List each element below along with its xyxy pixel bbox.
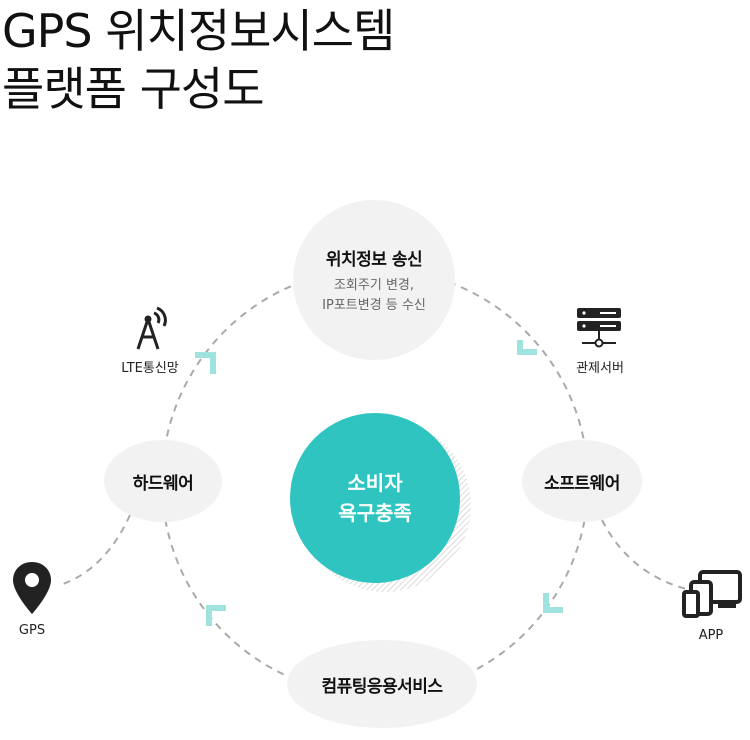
node-hardware: 하드웨어 bbox=[104, 440, 222, 522]
title-line-1: GPS 위치정보시스템 bbox=[2, 4, 395, 58]
gps-node: GPS bbox=[0, 560, 64, 640]
map-pin-icon bbox=[13, 562, 51, 614]
arrow-chevron-top-right bbox=[517, 340, 537, 355]
node-location-send-sub-1: 조회주기 변경, bbox=[333, 277, 414, 293]
devices-icon bbox=[682, 570, 742, 618]
antenna-icon bbox=[136, 306, 167, 350]
node-location-send-sub-2: IP포트변경 등 수신 bbox=[322, 297, 426, 313]
arrow-chevron-right bbox=[543, 593, 563, 613]
node-location-send-label: 위치정보 송신 bbox=[325, 249, 423, 270]
center-line-1: 소비자 bbox=[347, 471, 403, 495]
center-circle: 소비자 욕구충족 bbox=[290, 413, 460, 583]
server-node: 관제서버 bbox=[560, 305, 640, 380]
gps-connector bbox=[59, 514, 131, 586]
arrow-chevron-bottom-left bbox=[206, 605, 226, 626]
server-label: 관제서버 bbox=[576, 361, 624, 376]
node-software-label: 소프트웨어 bbox=[544, 473, 620, 494]
node-hardware-label: 하드웨어 bbox=[132, 473, 194, 494]
node-computing-service: 컴퓨팅응용서비스 bbox=[287, 640, 477, 728]
lte-node: LTE통신망 bbox=[110, 305, 190, 380]
app-label: APP bbox=[698, 628, 724, 643]
arrow-chevron-top-left bbox=[195, 352, 216, 374]
app-connector bbox=[601, 519, 691, 591]
lte-label: LTE통신망 bbox=[121, 361, 179, 376]
app-node: APP bbox=[676, 568, 746, 648]
page-title: GPS 위치정보시스템 플랫폼 구성도 bbox=[2, 2, 395, 118]
node-computing-service-label: 컴퓨팅응용서비스 bbox=[321, 676, 443, 697]
node-location-send-sub: 조회주기 변경, IP포트변경 등 수신 bbox=[322, 276, 426, 316]
node-software: 소프트웨어 bbox=[522, 440, 642, 522]
gps-label: GPS bbox=[18, 623, 46, 638]
title-line-2: 플랫폼 구성도 bbox=[2, 62, 265, 116]
server-icon bbox=[577, 308, 621, 348]
center-line-2: 욕구충족 bbox=[338, 501, 412, 525]
node-location-send: 위치정보 송신 조회주기 변경, IP포트변경 등 수신 bbox=[293, 200, 455, 360]
